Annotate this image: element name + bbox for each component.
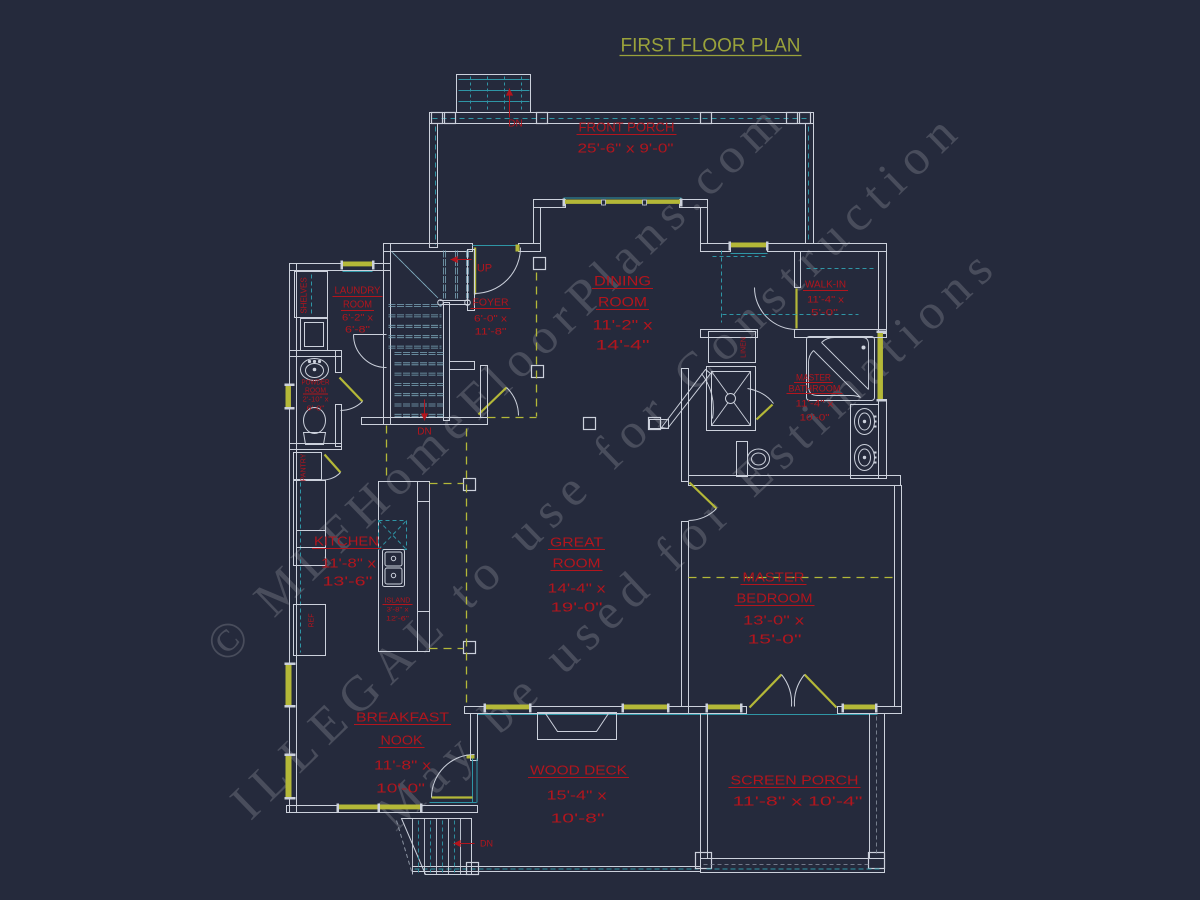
svg-text:10'-0": 10'-0" bbox=[376, 781, 426, 796]
svg-text:SCREEN PORCH: SCREEN PORCH bbox=[731, 773, 859, 788]
svg-text:LAUNDRY: LAUNDRY bbox=[335, 286, 381, 297]
svg-text:DN: DN bbox=[417, 427, 431, 438]
svg-text:13'-0" x: 13'-0" x bbox=[743, 613, 805, 628]
svg-text:ROOM: ROOM bbox=[553, 556, 601, 571]
svg-text:11'-8": 11'-8" bbox=[475, 327, 507, 337]
svg-text:BREAKFAST: BREAKFAST bbox=[356, 710, 449, 725]
svg-text:19'-0": 19'-0" bbox=[551, 600, 604, 615]
svg-text:FOYER: FOYER bbox=[473, 298, 509, 309]
svg-text:BEDROOM: BEDROOM bbox=[737, 591, 813, 606]
svg-text:15'-4" x: 15'-4" x bbox=[547, 788, 608, 803]
svg-text:6'-2" x: 6'-2" x bbox=[342, 313, 374, 323]
svg-text:11'-8" x: 11'-8" x bbox=[321, 556, 377, 571]
svg-text:11'-8" x 10'-4": 11'-8" x 10'-4" bbox=[733, 794, 864, 809]
svg-text:ISLAND: ISLAND bbox=[385, 598, 411, 605]
svg-text:10'-8": 10'-8" bbox=[551, 811, 606, 826]
svg-text:11'-4" x: 11'-4" x bbox=[807, 295, 845, 305]
svg-text:13'-6": 13'-6" bbox=[323, 574, 374, 589]
svg-text:MASTER: MASTER bbox=[796, 373, 831, 383]
svg-text:FRONT PORCH: FRONT PORCH bbox=[579, 120, 675, 135]
svg-text:DN: DN bbox=[480, 839, 493, 849]
svg-text:SHELVES: SHELVES bbox=[300, 277, 309, 313]
svg-text:6'-0": 6'-0" bbox=[307, 404, 325, 413]
svg-text:WALK-IN: WALK-IN bbox=[805, 280, 846, 291]
svg-text:5'-0": 5'-0" bbox=[811, 308, 838, 318]
svg-text:GREAT: GREAT bbox=[550, 535, 603, 550]
svg-text:DINING: DINING bbox=[594, 273, 651, 289]
svg-text:ROOM: ROOM bbox=[305, 386, 326, 395]
svg-text:6'-0" x: 6'-0" x bbox=[474, 314, 508, 324]
svg-text:6'-8": 6'-8" bbox=[345, 325, 370, 335]
svg-text:UP: UP bbox=[477, 263, 492, 275]
svg-text:LINEN: LINEN bbox=[741, 337, 748, 358]
svg-text:POWDER: POWDER bbox=[302, 378, 330, 387]
svg-text:11'-4" x: 11'-4" x bbox=[796, 399, 835, 409]
svg-text:14'-4" x: 14'-4" x bbox=[548, 581, 607, 596]
svg-text:REF: REF bbox=[309, 614, 316, 628]
svg-text:14'-4": 14'-4" bbox=[596, 337, 650, 353]
svg-text:11'-2" x: 11'-2" x bbox=[593, 317, 653, 333]
svg-text:25'-6" x 9'-0": 25'-6" x 9'-0" bbox=[578, 141, 674, 156]
svg-text:WOOD DECK: WOOD DECK bbox=[530, 763, 627, 778]
svg-text:10'-0": 10'-0" bbox=[800, 413, 830, 423]
svg-text:ROOM: ROOM bbox=[598, 294, 647, 310]
svg-text:ROOM: ROOM bbox=[343, 300, 372, 311]
svg-text:12'-6": 12'-6" bbox=[386, 616, 410, 623]
svg-text:11'-8" x: 11'-8" x bbox=[374, 758, 432, 773]
svg-text:NOOK: NOOK bbox=[381, 733, 423, 748]
svg-text:PANTRY: PANTRY bbox=[301, 453, 308, 481]
svg-text:DN: DN bbox=[508, 119, 522, 130]
svg-text:15'-0": 15'-0" bbox=[748, 632, 803, 647]
svg-text:KITCHEN: KITCHEN bbox=[314, 534, 379, 549]
svg-text:2'-10" x: 2'-10" x bbox=[303, 395, 329, 404]
svg-text:BATHROOM: BATHROOM bbox=[789, 384, 841, 394]
svg-text:FIRST FLOOR PLAN: FIRST FLOOR PLAN bbox=[621, 36, 801, 57]
svg-text:MASTER: MASTER bbox=[743, 570, 805, 585]
svg-text:3'-8" x: 3'-8" x bbox=[387, 607, 410, 614]
